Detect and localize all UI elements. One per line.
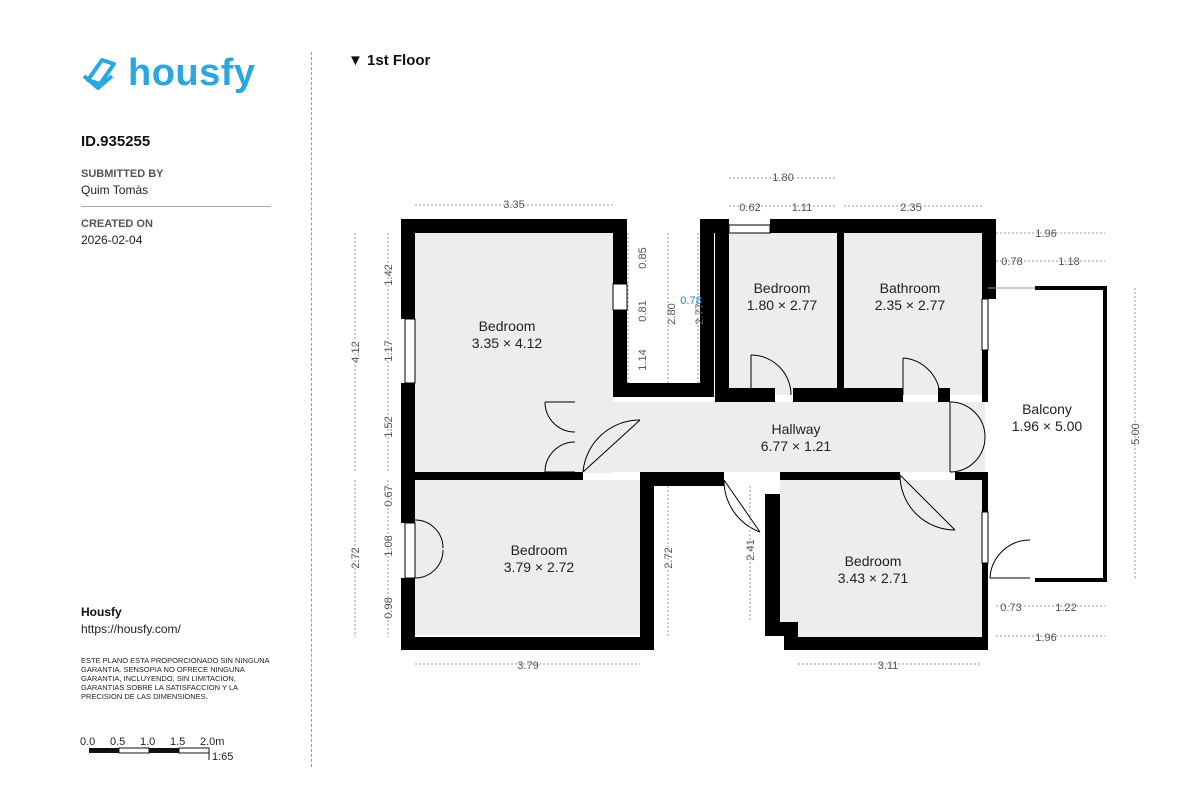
logo-icon <box>82 58 116 90</box>
scale-tick-0: 0.0 <box>80 736 95 748</box>
dim-label: 5.00 <box>1130 423 1142 444</box>
windows <box>404 224 989 579</box>
room-name: Bathroom <box>880 280 941 296</box>
dim-label: 1.42 <box>383 264 395 285</box>
dim-label: 0.98 <box>383 597 395 618</box>
balcony-outline <box>988 286 1107 582</box>
dim-label: 3.11 <box>878 660 899 672</box>
company-name: Housfy <box>81 605 122 619</box>
dim-label: 3.35 <box>503 199 524 211</box>
dim-label: 0.67 <box>383 485 395 506</box>
dim-label: 0.81 <box>637 300 649 321</box>
scale-tick-1: 0.5 <box>110 736 125 748</box>
room-name: Hallway <box>771 421 820 437</box>
dim-label: 2.72 <box>663 547 675 568</box>
room-size: 2.35 × 2.77 <box>875 297 946 313</box>
bedroom-2-fill <box>729 233 837 395</box>
dim-label: 2.41 <box>745 539 757 560</box>
room-name: Bedroom <box>754 280 811 296</box>
created-on-value: 2026-02-04 <box>81 233 143 247</box>
dim-label: 1.96 <box>1035 632 1056 644</box>
bedroom-3-fill <box>415 480 640 635</box>
dim-label: 0.62 <box>739 202 760 214</box>
dim-label: 1.08 <box>383 535 395 556</box>
housfy-logo[interactable]: housfy <box>80 50 260 100</box>
floor-plan: Bedroom 3.35 × 4.12 Bedroom 1.80 × 2.77 … <box>350 172 1142 672</box>
dim-label: 1.96 <box>1035 228 1056 240</box>
room-name: Bedroom <box>845 553 902 569</box>
room-name: Bedroom <box>479 318 536 334</box>
disclaimer: ESTE PLANO ESTA PROPORCIONADO SIN NINGUN… <box>81 656 270 701</box>
dim-label: 1.80 <box>772 172 793 184</box>
scale-bar: 0.0 0.5 1.0 1.5 2.0m 1:65 <box>80 734 280 764</box>
dim-label: 1.17 <box>383 340 395 361</box>
dim-label: 1.11 <box>792 202 813 214</box>
floor-title[interactable]: ▼ 1st Floor <box>348 52 430 69</box>
dim-label: 1.18 <box>1058 256 1079 268</box>
scale-tick-4: 2.0m <box>200 736 224 748</box>
hallway-fill <box>575 402 985 472</box>
logo-text: housfy <box>128 52 256 94</box>
room-size: 3.79 × 2.72 <box>504 559 575 575</box>
walls <box>401 219 996 650</box>
dim-label: 4.12 <box>350 341 362 362</box>
floor-title-text: 1st Floor <box>367 52 431 69</box>
room-size: 3.43 × 2.71 <box>838 570 909 586</box>
dim-label: 2.72 <box>350 547 362 568</box>
submitted-by-value: Quim Tomàs <box>81 183 149 197</box>
dim-label: 0.85 <box>637 247 649 268</box>
scale-ratio: 1:65 <box>212 751 233 763</box>
scale-tick-3: 1.5 <box>170 736 185 748</box>
room-size: 1.96 × 5.00 <box>1012 418 1083 434</box>
dim-label: 3.79 <box>517 660 538 672</box>
room-size: 3.35 × 4.12 <box>472 335 543 351</box>
bathroom-fill <box>844 233 982 395</box>
dim-label: 2.77 <box>694 303 706 324</box>
divider-line <box>81 206 271 207</box>
room-name: Balcony <box>1022 401 1072 417</box>
dim-label: 1.22 <box>1055 602 1076 614</box>
scale-tick-2: 1.0 <box>140 736 155 748</box>
room-name: Bedroom <box>511 542 568 558</box>
plan-id: ID.935255 <box>81 133 151 150</box>
dim-label: 1.14 <box>637 349 649 370</box>
dim-label: 1.52 <box>383 416 395 437</box>
doors <box>414 354 1031 579</box>
dim-label: 0.78 <box>1001 256 1022 268</box>
dimension-lines <box>354 177 1136 665</box>
collapse-triangle-icon: ▼ <box>348 52 363 69</box>
dim-label: 0.78 <box>680 295 701 307</box>
bedroom-4-fill <box>780 480 982 637</box>
created-on-label: CREATED ON <box>81 218 153 230</box>
dim-label: 0.73 <box>1000 602 1021 614</box>
room-size: 6.77 × 1.21 <box>761 438 832 454</box>
sidebar: housfy ID.935255 SUBMITTED BY Quim Tomàs… <box>0 0 312 800</box>
dim-label: 2.35 <box>900 202 921 214</box>
company-url[interactable]: https://housfy.com/ <box>81 622 181 636</box>
dim-label: 2.80 <box>666 303 678 324</box>
sidebar-divider <box>311 52 312 767</box>
room-size: 1.80 × 2.77 <box>747 297 818 313</box>
dimension-labels: 3.35 1.80 0.62 1.11 2.35 4.12 1.42 1.17 … <box>350 172 1142 672</box>
submitted-by-label: SUBMITTED BY <box>81 168 164 180</box>
